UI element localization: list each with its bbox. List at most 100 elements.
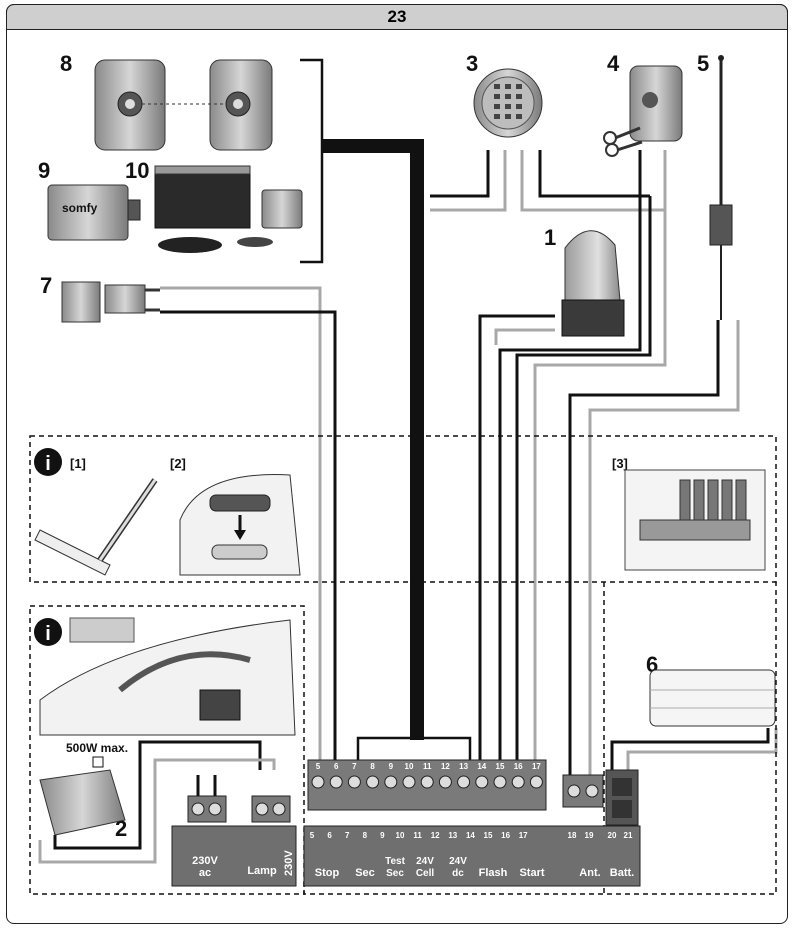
- label-test-sec: Sec: [386, 868, 404, 879]
- terminal-screw: [420, 775, 434, 789]
- battery-terminal-block: [605, 769, 639, 826]
- label-sec: Sec: [355, 867, 375, 879]
- wire-antenna-dark: [568, 320, 720, 775]
- terminal-screw: [347, 775, 361, 789]
- device-number-4: 4: [607, 51, 620, 76]
- label-dc: dc: [452, 868, 464, 879]
- accessory-icon-bar: [69, 617, 135, 643]
- max-power-symbol: [92, 756, 104, 768]
- safety-edge: [154, 165, 303, 253]
- inset-ref-2: [2]: [170, 456, 186, 471]
- panel-terminal-number: 12: [431, 831, 440, 840]
- wire-keypad-light: [430, 150, 507, 212]
- photocell-left: [94, 59, 166, 151]
- terminal-screw: [511, 775, 525, 789]
- terminal-screw: [438, 775, 452, 789]
- terminal-number: 15: [496, 762, 505, 771]
- wire-keyswitch-dark: [538, 150, 650, 198]
- key-switch: [603, 65, 683, 157]
- inset-box-3: [603, 582, 777, 895]
- label-flash: Flash: [479, 867, 508, 879]
- wire-antenna-light: [588, 320, 740, 775]
- info-icon-1: i: [34, 448, 62, 476]
- wire-key-down-dark2: [515, 196, 652, 760]
- panel-terminal-number: 10: [396, 831, 405, 840]
- terminal-number: 8: [370, 762, 375, 771]
- control-panel-right: [303, 825, 641, 887]
- page-number: 23: [387, 7, 407, 26]
- label-ant: Ant.: [579, 867, 600, 879]
- panel-vertical-label: 230V: [283, 850, 295, 876]
- wire-key-down-dark: [498, 150, 642, 760]
- control-panel-left: [171, 825, 297, 887]
- panel-terminal-number: 5: [310, 831, 315, 840]
- motor-housing-illustration: [39, 619, 296, 736]
- label-24v-cell: 24V: [416, 856, 434, 867]
- panel-terminal-number: 7: [345, 831, 350, 840]
- terminal-screw: [475, 775, 489, 789]
- device-number-2: 2: [115, 816, 127, 841]
- panel-terminal-number: 11: [413, 831, 422, 840]
- terminal-number: 7: [352, 762, 357, 771]
- panel-terminal-number: 21: [624, 831, 633, 840]
- terminal-number: 12: [441, 762, 450, 771]
- info-glyph: i: [45, 453, 51, 475]
- label-test: Test: [385, 856, 405, 867]
- antenna: [709, 55, 733, 320]
- label-ac: ac: [199, 867, 211, 879]
- cable-gland-illustration: [179, 474, 301, 576]
- wire-keyswitch-light: [520, 150, 665, 212]
- terminal-screw: [329, 775, 343, 789]
- device-number-3: 3: [466, 51, 478, 76]
- panel-terminal-number: 6: [327, 831, 332, 840]
- terminal-screw: [402, 775, 416, 789]
- lamp-terminal-block: [251, 795, 291, 823]
- device-number-7: 7: [40, 273, 52, 298]
- receiver-module: somfy: [47, 184, 141, 241]
- diagram-frame: [6, 4, 788, 924]
- wire-flash-light: [494, 328, 555, 345]
- connector-detail-illustration: [624, 469, 766, 571]
- terminal-number: 6: [334, 762, 339, 771]
- label-stop: Stop: [315, 867, 340, 879]
- flashing-light: [561, 230, 625, 337]
- label-24v-dc: 24V: [449, 856, 467, 867]
- wire-7-dark: [160, 310, 337, 760]
- wire-battery-dark: [610, 728, 770, 775]
- photocell-right: [209, 59, 273, 151]
- terminal-number: 14: [477, 762, 486, 771]
- main-cable: [410, 140, 424, 740]
- device-number-9: 9: [38, 158, 50, 183]
- label-batt: Batt.: [610, 867, 634, 879]
- terminal-number: 16: [514, 762, 523, 771]
- wire-flash-dark: [478, 314, 555, 760]
- panel-terminal-number: 8: [363, 831, 368, 840]
- keypad: [473, 68, 543, 138]
- terminal-number: 5: [316, 762, 321, 771]
- terminal-number: 10: [405, 762, 414, 771]
- inset-box-2: [29, 605, 305, 895]
- terminal-number: 9: [389, 762, 394, 771]
- panel-terminal-number: 14: [466, 831, 475, 840]
- panel-terminal-number: 9: [380, 831, 385, 840]
- label-lamp: Lamp: [247, 865, 277, 877]
- battery-pack: [649, 669, 776, 727]
- device-number-5: 5: [697, 51, 709, 76]
- label-start: Start: [519, 867, 544, 879]
- wire-lamp-light: [38, 758, 276, 864]
- cable-tie-illustration: [34, 478, 158, 576]
- terminal-number: 17: [532, 762, 541, 771]
- accessory-bracket: [300, 58, 324, 264]
- info-glyph: i: [45, 623, 51, 645]
- terminal-screw: [529, 775, 543, 789]
- device-number-1: 1: [544, 225, 556, 250]
- panel-terminal-number: 15: [484, 831, 493, 840]
- wire-battery-light: [626, 728, 778, 775]
- external-lamp: [39, 769, 126, 836]
- device-number-10: 10: [125, 158, 149, 183]
- terminal-number: 13: [459, 762, 468, 771]
- terminal-screw: [493, 775, 507, 789]
